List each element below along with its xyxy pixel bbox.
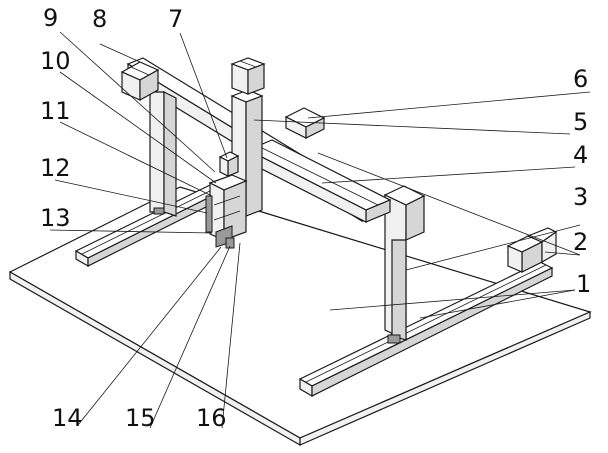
right-column bbox=[383, 185, 426, 344]
label-11: 11 bbox=[40, 97, 71, 125]
label-9: 9 bbox=[43, 4, 58, 32]
cross-beam bbox=[246, 139, 392, 223]
base-plate-right-edge bbox=[299, 311, 591, 446]
label-8: 8 bbox=[92, 5, 107, 33]
label-6: 6 bbox=[573, 65, 588, 93]
label-1: 1 bbox=[576, 270, 591, 298]
part-number-labels: 9 8 7 10 11 12 13 6 5 4 3 2 1 14 15 16 bbox=[40, 4, 591, 432]
label-3: 3 bbox=[573, 183, 588, 211]
left-stepper-motor bbox=[120, 61, 160, 102]
leader-lines bbox=[49, 31, 591, 429]
label-7: 7 bbox=[168, 5, 183, 33]
label-14: 14 bbox=[52, 404, 83, 432]
label-12: 12 bbox=[40, 154, 71, 182]
print-head-assembly bbox=[205, 151, 248, 249]
label-2: 2 bbox=[573, 228, 588, 256]
z-axis-motor bbox=[230, 57, 266, 95]
left-column bbox=[149, 91, 177, 217]
label-16: 16 bbox=[196, 404, 227, 432]
label-4: 4 bbox=[573, 141, 588, 169]
label-10: 10 bbox=[40, 47, 71, 75]
label-13: 13 bbox=[40, 204, 71, 232]
label-15: 15 bbox=[125, 404, 156, 432]
right-stepper-motor bbox=[506, 227, 558, 273]
right-guide-rail bbox=[298, 261, 554, 398]
label-5: 5 bbox=[573, 108, 588, 136]
